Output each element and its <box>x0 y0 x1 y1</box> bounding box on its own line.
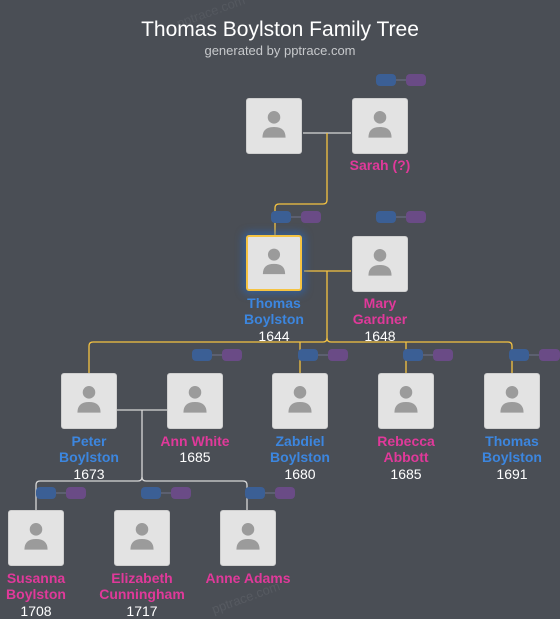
person-silhouette-icon <box>130 523 154 550</box>
person-card-thomas-1691[interactable] <box>484 373 540 429</box>
person-card-elizabeth[interactable] <box>114 510 170 566</box>
person-name: Sarah (?) <box>349 157 411 173</box>
expand-spouse-button[interactable] <box>406 211 426 223</box>
chart-title: Thomas Boylston Family Tree <box>141 18 419 41</box>
expand-buttons <box>36 487 86 499</box>
expand-ancestors-button[interactable] <box>192 349 212 361</box>
person-birth-year: 1685 <box>390 466 422 482</box>
person-silhouette-icon <box>24 523 48 550</box>
expand-ancestors-button[interactable] <box>509 349 529 361</box>
expand-spouse-button[interactable] <box>301 211 321 223</box>
expand-buttons <box>403 349 453 361</box>
person-silhouette-icon <box>262 248 286 275</box>
expand-buttons <box>298 349 348 361</box>
person-name: Ann White <box>160 433 230 449</box>
person-card-anne-adams[interactable] <box>220 510 276 566</box>
person-birth-year: 1680 <box>284 466 316 482</box>
expand-spouse-button[interactable] <box>66 487 86 499</box>
expand-spouse-button[interactable] <box>539 349 560 361</box>
person-card-mary-gardner[interactable] <box>352 236 408 292</box>
person-card-thomas-1644[interactable] <box>246 235 302 291</box>
person-birth-year: 1648 <box>364 328 396 344</box>
person-birth-year: 1717 <box>126 603 158 619</box>
expand-buttons <box>192 349 242 361</box>
expand-buttons <box>509 349 560 361</box>
expand-buttons <box>376 74 426 86</box>
expand-ancestors-button[interactable] <box>271 211 291 223</box>
person-silhouette-icon <box>368 249 392 276</box>
expand-spouse-button[interactable] <box>433 349 453 361</box>
expand-spouse-button[interactable] <box>275 487 295 499</box>
expand-ancestors-button[interactable] <box>376 74 396 86</box>
person-name: Mary Gardner <box>352 295 408 327</box>
expand-ancestors-button[interactable] <box>403 349 423 361</box>
person-silhouette-icon <box>262 111 286 138</box>
expand-ancestors-button[interactable] <box>245 487 265 499</box>
expand-buttons <box>271 211 321 223</box>
expand-buttons <box>376 211 426 223</box>
expand-ancestors-button[interactable] <box>141 487 161 499</box>
person-birth-year: 1644 <box>258 328 290 344</box>
person-silhouette-icon <box>500 386 524 413</box>
expand-spouse-button[interactable] <box>328 349 348 361</box>
expand-buttons <box>141 487 191 499</box>
person-name: Zabdiel Boylston <box>270 433 330 465</box>
person-card-susanna[interactable] <box>8 510 64 566</box>
expand-ancestors-button[interactable] <box>376 211 396 223</box>
person-silhouette-icon <box>368 111 392 138</box>
person-card-sarah[interactable] <box>352 98 408 154</box>
person-name: Elizabeth Cunningham <box>99 570 185 602</box>
person-name: Rebecca Abbott <box>377 433 435 465</box>
expand-buttons <box>245 487 295 499</box>
person-card-zabdiel[interactable] <box>272 373 328 429</box>
person-name: Anne Adams <box>205 570 291 586</box>
person-silhouette-icon <box>394 386 418 413</box>
person-silhouette-icon <box>77 386 101 413</box>
person-birth-year: 1685 <box>179 449 211 465</box>
person-silhouette-icon <box>288 386 312 413</box>
person-birth-year: 1708 <box>20 603 52 619</box>
person-name: Susanna Boylston <box>6 570 66 602</box>
person-silhouette-icon <box>183 386 207 413</box>
person-card-peter[interactable] <box>61 373 117 429</box>
expand-ancestors-button[interactable] <box>298 349 318 361</box>
person-name: Peter Boylston <box>59 433 119 465</box>
person-birth-year: 1691 <box>496 466 528 482</box>
expand-spouse-button[interactable] <box>406 74 426 86</box>
chart-subtitle: generated by pptrace.com <box>204 43 356 58</box>
person-card-father-unknown[interactable] <box>246 98 302 154</box>
person-card-ann-white[interactable] <box>167 373 223 429</box>
person-card-rebecca[interactable] <box>378 373 434 429</box>
expand-spouse-button[interactable] <box>171 487 191 499</box>
person-silhouette-icon <box>236 523 260 550</box>
person-name: Thomas Boylston <box>244 295 304 327</box>
expand-spouse-button[interactable] <box>222 349 242 361</box>
expand-ancestors-button[interactable] <box>36 487 56 499</box>
person-birth-year: 1673 <box>73 466 105 482</box>
person-name: Thomas Boylston <box>482 433 542 465</box>
